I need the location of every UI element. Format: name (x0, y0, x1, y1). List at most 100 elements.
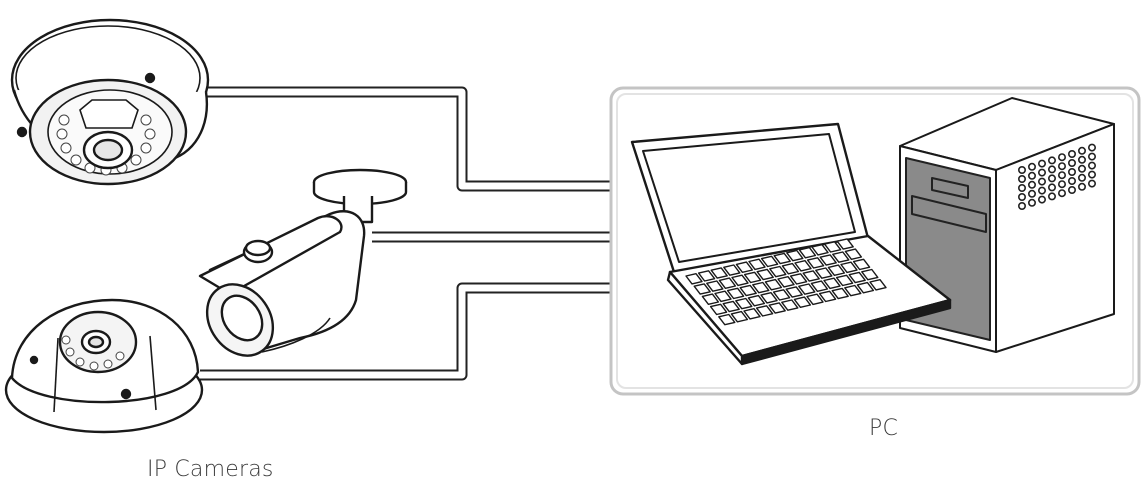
keyboard-key (781, 299, 799, 311)
tower-computer-icon (899, 97, 1115, 353)
vent-hole (1058, 153, 1067, 162)
vent-hole (1068, 159, 1077, 168)
keyboard-key (815, 267, 833, 279)
vent-hole (1088, 161, 1097, 170)
laptop-keyboard (685, 238, 887, 326)
keyboard-key (856, 281, 875, 294)
keyboard-key (718, 277, 737, 289)
cable-mini-dome-camera (200, 282, 620, 381)
vent-hole (1048, 183, 1057, 192)
keyboard-key (793, 296, 812, 308)
vent-hole (1078, 182, 1087, 191)
keyboard-key (798, 246, 817, 259)
keyboard-key (840, 261, 858, 274)
vent-hole (1058, 171, 1067, 180)
vent-hole (1038, 186, 1047, 195)
keyboard-key (709, 303, 728, 316)
keyboard-key (823, 241, 842, 253)
dome-camera-icon (10, 18, 210, 186)
keyboard-key (768, 302, 786, 314)
vent-hole (1028, 162, 1037, 171)
keyboard-key (735, 261, 754, 273)
keyboard-key (831, 287, 849, 300)
keyboard-key (722, 300, 740, 313)
vent-hole (1058, 162, 1067, 171)
keyboard-key (777, 276, 795, 288)
keyboard-key (818, 290, 837, 303)
vent-hole (1078, 146, 1087, 155)
vent-hole (1017, 184, 1026, 193)
keyboard-key (714, 290, 732, 303)
keyboard-key (835, 274, 854, 287)
vent-hole (1088, 152, 1097, 161)
keyboard-key (743, 271, 762, 284)
vent-hole (1028, 180, 1037, 189)
vent-hole (1038, 168, 1047, 177)
ip-cameras-label: IP Cameras (147, 457, 274, 482)
keyboard-key (836, 238, 854, 250)
bullet-camera-icon (198, 168, 408, 357)
vent-hole (1078, 173, 1087, 182)
vent-hole (1068, 177, 1077, 186)
keyboard-key (773, 252, 791, 265)
vent-hole (1017, 193, 1026, 202)
vent-hole (1048, 192, 1057, 201)
vent-hole (1088, 143, 1097, 152)
keyboard-key (789, 273, 808, 285)
keyboard-key (685, 273, 703, 285)
keyboard-key (723, 264, 741, 276)
keyboard-key (786, 249, 804, 262)
keyboard-key (781, 262, 800, 275)
vent-hole (1028, 171, 1037, 180)
vent-hole (1058, 189, 1067, 198)
keyboard-key (806, 293, 824, 306)
vent-hole (1058, 180, 1067, 189)
vent-hole (1078, 155, 1087, 164)
vent-hole (1068, 168, 1077, 177)
keyboard-key (852, 258, 871, 271)
keyboard-key (739, 284, 757, 297)
keyboard-key (764, 278, 783, 291)
keyboard-key (701, 293, 720, 305)
keyboard-key (861, 268, 879, 281)
vent-hole (1038, 177, 1047, 186)
laptop-icon (630, 122, 952, 366)
keyboard-key (697, 270, 716, 282)
keyboard-key (769, 265, 787, 278)
keyboard-key (748, 258, 766, 271)
vent-hole (1088, 170, 1097, 179)
vent-hole (1038, 195, 1047, 204)
keyboard-key (731, 274, 749, 287)
keyboard-key (735, 297, 753, 310)
keyboard-key (747, 294, 766, 307)
keyboard-key (844, 284, 862, 297)
keyboard-key (811, 243, 829, 256)
keyboard-key (823, 277, 841, 290)
keyboard-key (794, 260, 812, 272)
cable-dome-camera (205, 86, 620, 192)
vent-hole (1048, 174, 1057, 183)
vent-hole (1017, 175, 1026, 184)
keyboard-key (706, 280, 724, 292)
vent-hole (1088, 179, 1097, 188)
keyboard-key (844, 248, 863, 260)
vent-hole (1078, 164, 1087, 173)
vent-hole (1068, 186, 1077, 195)
vent-hole (1028, 198, 1037, 207)
vent-hole (1017, 202, 1026, 211)
vent-hole (1028, 189, 1037, 198)
cables (200, 86, 620, 381)
keyboard-key (827, 264, 846, 276)
keyboard-key (718, 313, 736, 326)
keyboard-key (848, 271, 866, 284)
keyboard-key (819, 254, 837, 266)
vent-hole (1048, 165, 1057, 174)
keyboard-key (806, 257, 825, 269)
keyboard-key (832, 251, 850, 263)
keyboard-key (869, 279, 887, 291)
vent-hole (1017, 166, 1026, 175)
keyboard-key (693, 283, 711, 295)
vent-hole (1048, 156, 1057, 165)
keyboard-key (710, 267, 728, 279)
